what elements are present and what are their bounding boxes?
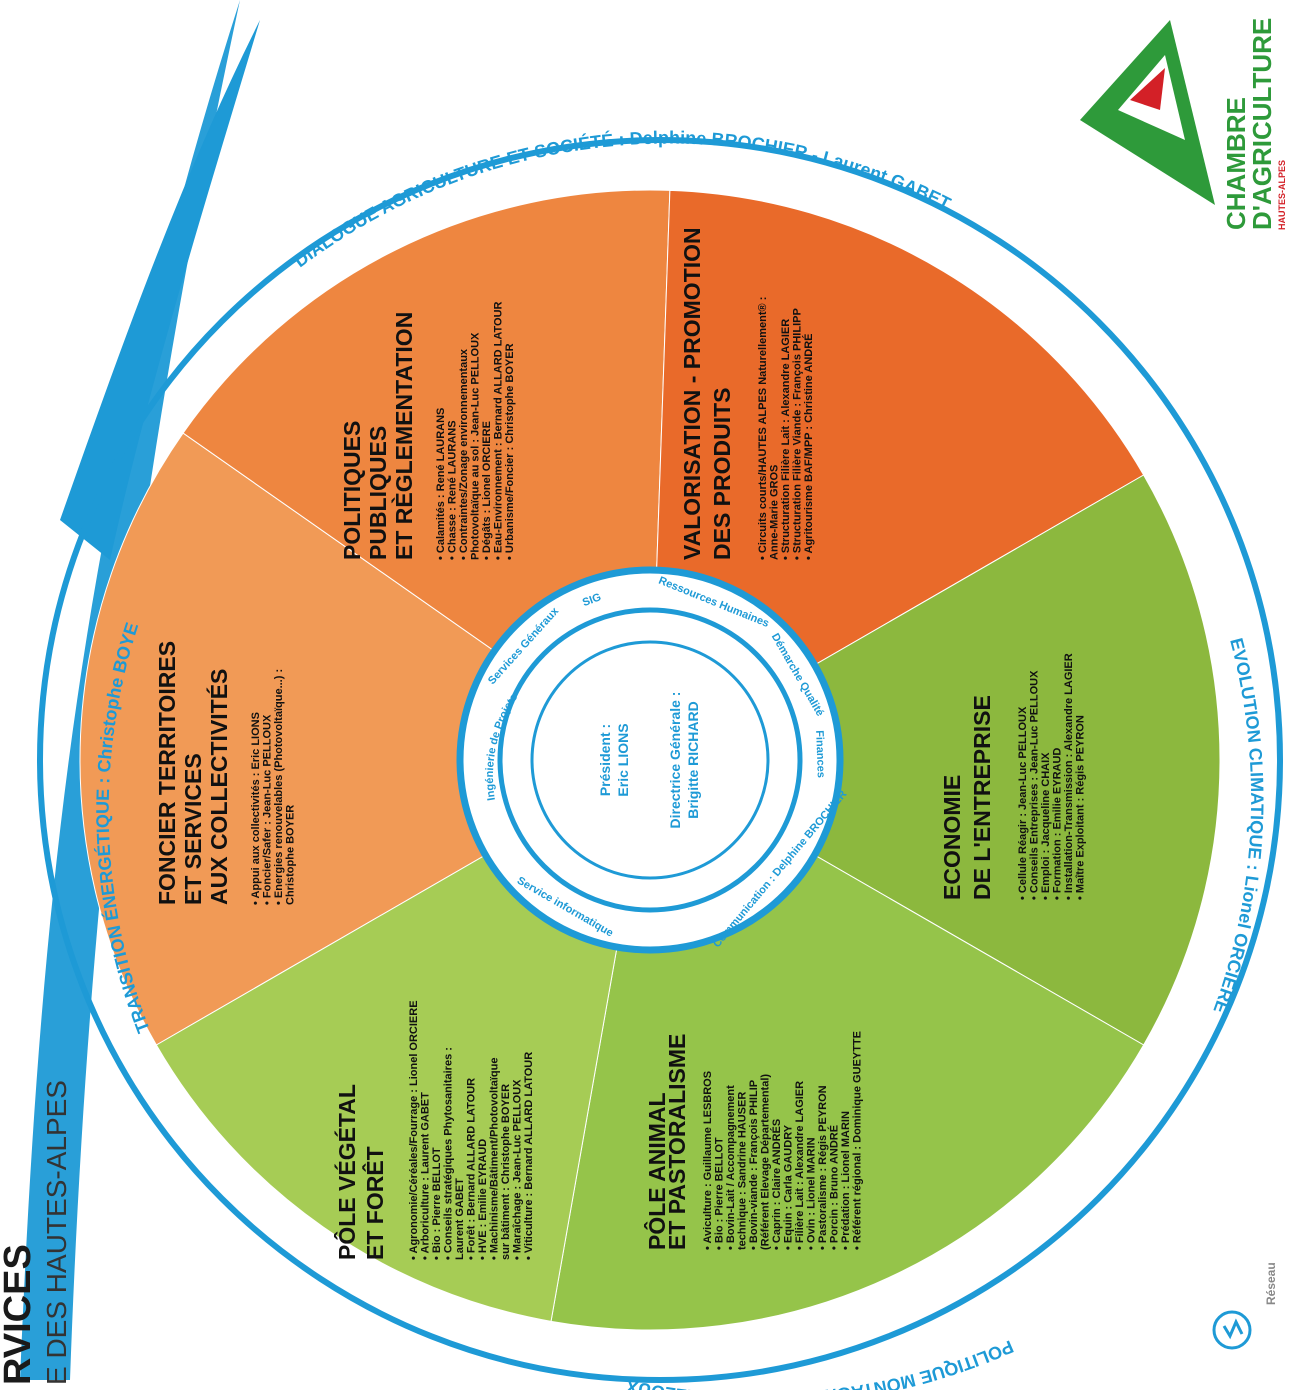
sector-title-line: ET RÈGLEMENTATION <box>390 312 417 560</box>
reseau-icon <box>1212 1310 1252 1350</box>
sector-item: • Machinisme/Bâtiment/Photovoltaïque <box>489 1058 501 1261</box>
chambre-logo: CHAMBRE D'AGRICULTURE HAUTES-ALPES <box>1080 18 1287 230</box>
sector-title-line: PÔLE ANIMAL <box>643 1092 670 1250</box>
sector-item: • Calamités : René LAURANS <box>435 408 447 560</box>
sector-item: • Aviculture : Guillaume LESBROS <box>702 1071 714 1250</box>
sector-item: • Contraintes/Zonage environnementaux <box>458 348 470 560</box>
sector-title-line: ET FORÊT <box>361 1146 388 1260</box>
sector-item: Anne-Marie GROS <box>769 465 781 560</box>
sector-item: • Agronomie/Céréales/Fourrage : Lionel O… <box>408 1000 420 1260</box>
sector-item: • Installation-Transmission : Alexandre … <box>1063 653 1075 900</box>
sector-item: Laurent GABET <box>454 1178 466 1260</box>
sector-title-line: POLITIQUES <box>339 421 365 560</box>
sector-item: • Caprin : Claire ANDRÉS <box>770 1119 783 1250</box>
reseau-label: Réseau <box>1264 1262 1278 1305</box>
header-block: RVICES E DES HAUTES-ALPES <box>0 1080 72 1385</box>
sector-item: • Chasse : René LAURANS <box>447 420 459 560</box>
sector-item: • Viticulture : Bernard ALLARD LATOUR <box>523 1052 535 1260</box>
inner-ring-core <box>530 640 770 880</box>
sector-item: technique : Sandrine HAUSER <box>737 1092 749 1250</box>
sector-title-line: VALORISATION - PROMOTION <box>679 227 705 560</box>
sector-item: • Cellule Réagir : Jean-Luc PELLOUX <box>1017 706 1029 900</box>
director-name: Brigitte RICHARD <box>685 701 701 818</box>
page-title: RVICES <box>0 1244 39 1385</box>
sector-item: • Structuration Filière Lait : Alexandre… <box>780 319 792 560</box>
sector-title-line: ECONOMIE <box>939 775 965 900</box>
sector-wedge-economie <box>649 474 1221 1046</box>
sector-item: • Formation : Emilie EYRAUD <box>1052 748 1064 900</box>
sector-title-line: ET PASTORALISME <box>664 1034 690 1250</box>
sector-item: • Prédation : Lionel MARIN <box>840 1111 852 1250</box>
page-subtitle: E DES HAUTES-ALPES <box>41 1080 72 1385</box>
sector-item: • Structuration Filière Viande : Françoi… <box>792 308 804 560</box>
sector-item: • Bio : Pierre BELLOT <box>714 1137 726 1250</box>
logo-line3: HAUTES-ALPES <box>1277 160 1287 230</box>
center-block: Président : Eric LIONS Directrice Généra… <box>597 692 701 829</box>
sector-item: sur bâtiment : Christophe BOYER <box>500 1084 512 1260</box>
sector-title-line: AUX COLLECTIVITÉS <box>205 669 232 905</box>
sector-item: • Equin : Carla GAUDRY <box>783 1124 795 1250</box>
sector-item: • Appui aux collectivités : Eric LIONS <box>250 712 262 905</box>
sector-title-line: PUBLIQUES <box>365 426 391 560</box>
president-name: Eric LIONS <box>615 723 631 796</box>
sector-item: • Référent régional : Dominique GUEYTTE <box>852 1031 864 1250</box>
sector-item: • Pastoralisme : Régis PEYRON <box>817 1085 829 1250</box>
sector-item: • Ovin : Lionel MARIN <box>806 1137 818 1250</box>
swoosh-decoration <box>20 0 240 1380</box>
sector-item: • Foncier/Safer : Jean-Luc PELLOUX <box>262 714 274 905</box>
sector-item: • Conseils stratégiques Phytosanitaires … <box>443 1047 455 1260</box>
swoosh-decoration-2 <box>60 20 260 560</box>
sector-item: • Bovin-viande : François PHILIP <box>748 1080 760 1250</box>
ring-label-right: EVOLUTION CLIMATIQUE : Lionel ORCIÈRE <box>1209 636 1267 1016</box>
director-label: Directrice Générale : <box>667 692 683 829</box>
sector-item: • Conseils Entreprises : Jean-Luc PELLOU… <box>1029 670 1041 900</box>
logo-line1: CHAMBRE <box>1221 97 1251 230</box>
sector-title-line: FONCIER TERRITOIRES <box>154 641 180 905</box>
sector-item: • Energies renouvelables (Photovoltaïque… <box>273 669 285 905</box>
sector-item: • Circuits courts/HAUTES ALPES Naturelle… <box>757 297 769 560</box>
sector-item: Christophe BOYER <box>285 805 297 905</box>
outer-ring <box>37 137 1283 1383</box>
inner-service-label: Finances <box>813 730 827 778</box>
sector-item: • HVE : Emilie EYRAUD <box>477 1139 489 1260</box>
reseau-badge: Réseau <box>1212 1262 1278 1350</box>
sector-item: • Porcin : Bruno ANDRÉ <box>828 1125 841 1250</box>
sector-item: • Bovin-Lait / Accompagnement <box>725 1085 737 1250</box>
president-label: Président : <box>597 724 613 796</box>
sector-item: • Dégâts : Lionel ORCIERE <box>481 421 493 560</box>
sector-item: • Emploi : Jacqueline CHAIX <box>1040 752 1052 900</box>
sector-item: Photovoltaïque au sol : Jean-Luc PELLOUX <box>470 332 482 560</box>
sector-item: • Urbanisme/Foncier : Christophe BOYER <box>504 343 516 560</box>
sector-item: • Eau-Environnement : Bernard ALLARD LAT… <box>493 301 505 560</box>
sector-item: • Bio : Pierre BELLOT <box>431 1147 443 1260</box>
sector-title-line: PÔLE VÉGÉTAL <box>333 1084 360 1260</box>
sector-item: • Maître Exploitant : Régis PEYRON <box>1075 715 1087 900</box>
sector-item: • Maraîchage : Jean-Luc PELLOUX <box>512 1079 524 1260</box>
sector-title-line: DE L'ENTREPRISE <box>969 695 995 900</box>
sector-title-line: ET SERVICES <box>180 753 206 905</box>
sector-item: • Arboriculture : Laurent GABET <box>420 1092 432 1260</box>
sector-item: • Forêt : Bernard ALLARD LATOUR <box>466 1078 478 1260</box>
sector-item: • Agritourisme BAF/MPP : Christine ANDRÉ <box>802 333 815 560</box>
sector-title-line: DES PRODUITS <box>709 387 735 560</box>
sector-wedge-foncier <box>79 432 651 1046</box>
logo-line2: D'AGRICULTURE <box>1247 18 1277 230</box>
sector-item: • Filière Lait : Alexandre LAGIER <box>794 1081 806 1250</box>
sector-item: (Référent Elevage Départemental) <box>760 1074 772 1250</box>
